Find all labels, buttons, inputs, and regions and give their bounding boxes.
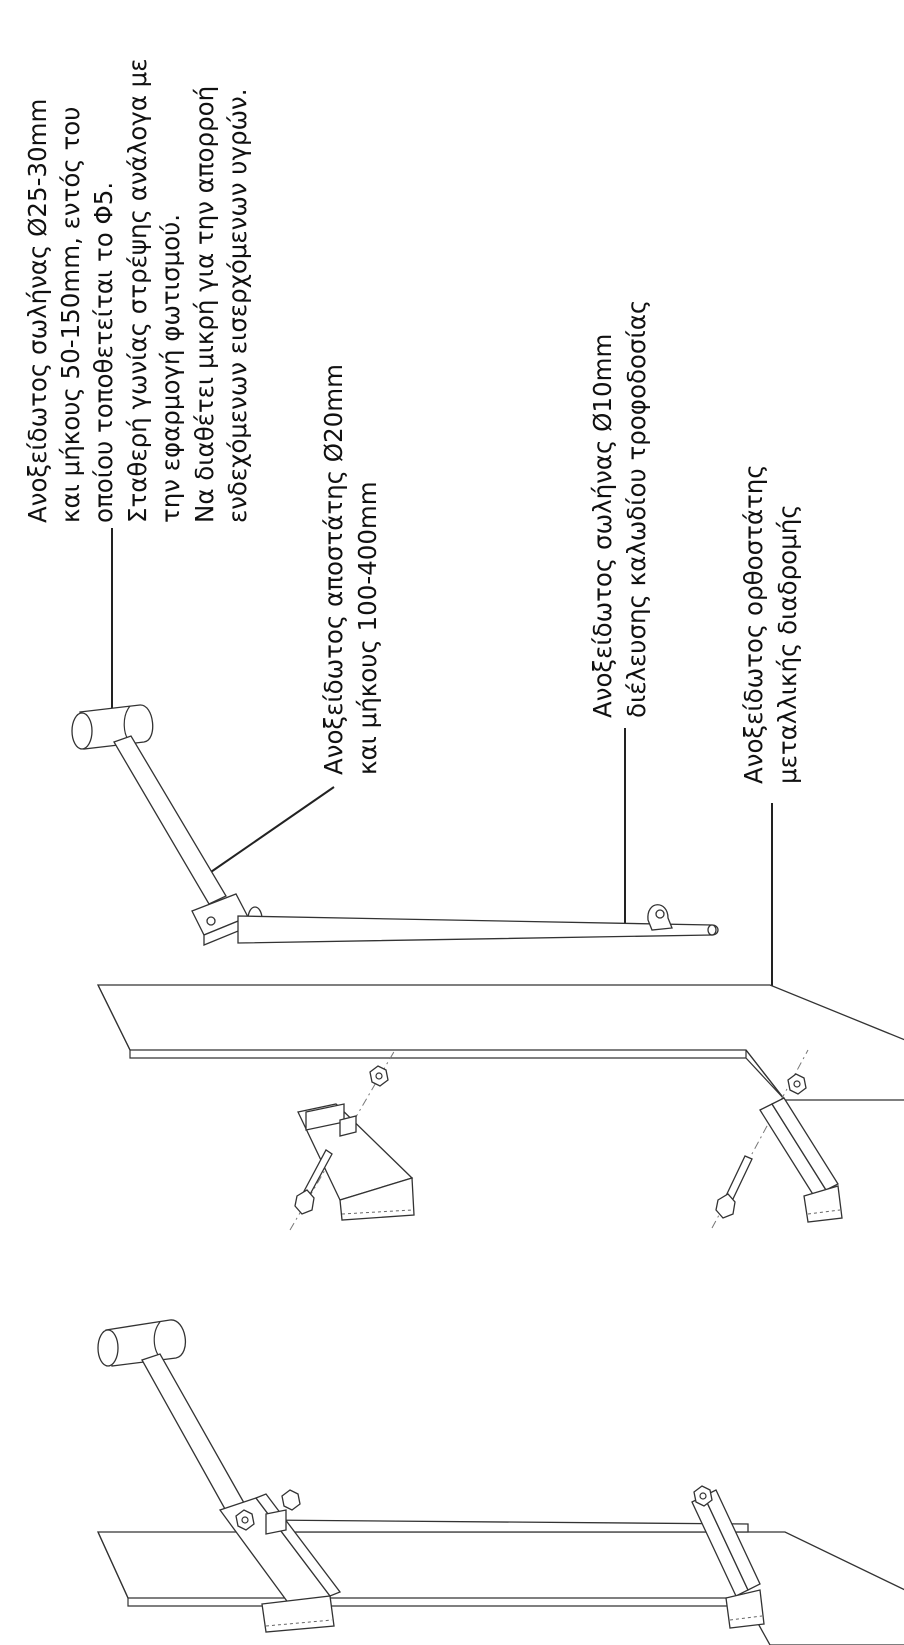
pipe-holder-cylinder xyxy=(71,704,154,750)
bracket-lower xyxy=(711,1049,843,1229)
label-upright-line-2: μεταλλικής διαδρομής xyxy=(773,504,802,784)
label-cable-pipe: Ανοξείδωτος σωλήνας Ø10mm διέλευσης καλω… xyxy=(588,300,651,718)
assembled-spacer-rod xyxy=(141,1353,249,1519)
assembled-upper-bolt-head xyxy=(281,1489,301,1511)
label-pipe-holder-line-2: και μήκους 50-150mm, εντός του xyxy=(56,107,85,523)
label-pipe-holder-line-5: την εφαρμογή φωτισμού. xyxy=(156,214,185,523)
label-spacer-line-1: Ανοξείδωτος αποστάτης Ø20mm xyxy=(319,364,348,775)
assembled-upper-nut xyxy=(235,1509,255,1531)
assembled-cable-pipe xyxy=(259,1519,749,1533)
assembled-pipe-holder xyxy=(97,1319,186,1367)
label-cable-pipe-line-1: Ανοξείδωτος σωλήνας Ø10mm xyxy=(588,334,617,718)
assembled-view xyxy=(96,1319,904,1645)
cable-pipe xyxy=(237,915,719,944)
bolt-lower xyxy=(715,1155,753,1219)
nut-lower xyxy=(787,1073,807,1095)
bracket-upper xyxy=(289,1049,415,1231)
cable-pipe-tab xyxy=(647,904,673,931)
label-upright-line-1: Ανοξείδωτος ορθοστάτης xyxy=(739,464,768,784)
label-pipe-holder-line-1: Ανοξείδωτος σωλήνας Ø25-30mm xyxy=(23,99,52,523)
label-upright: Ανοξείδωτος ορθοστάτης μεταλλικής διαδρο… xyxy=(739,464,802,784)
label-pipe-holder-line-4: Σταθερή γωνίας στρέψης ανάλογα με xyxy=(123,59,152,523)
label-spacer-line-2: και μήκους 100-400mm xyxy=(353,481,382,775)
label-pipe-holder: Ανοξείδωτος σωλήνας Ø25-30mm και μήκους … xyxy=(23,59,252,523)
upright-profile xyxy=(96,984,904,1101)
assembled-upper-clamp xyxy=(218,1489,342,1633)
spacer-rod xyxy=(113,735,227,905)
bolt-upper xyxy=(294,1149,333,1215)
leader-line-spacer xyxy=(207,786,335,875)
label-pipe-holder-line-7: ενδεχόμενων εισερχόμενων υγρών. xyxy=(223,88,252,523)
exploded-assembly xyxy=(71,704,904,1231)
label-cable-pipe-line-2: διέλευσης καλωδίου τροφοδοσίας xyxy=(622,300,651,718)
assembled-lower-nut xyxy=(693,1485,713,1507)
label-spacer: Ανοξείδωτος αποστάτης Ø20mm και μήκους 1… xyxy=(319,364,382,775)
label-pipe-holder-line-6: Να διαθέτει μικρή για την απορροή xyxy=(190,86,219,523)
nut-upper xyxy=(369,1065,389,1087)
label-pipe-holder-line-3: οποίου τοποθετείται το Φ5. xyxy=(89,182,118,523)
assembled-lower-clamp xyxy=(691,1485,765,1629)
assembled-upright-profile xyxy=(96,1531,904,1645)
